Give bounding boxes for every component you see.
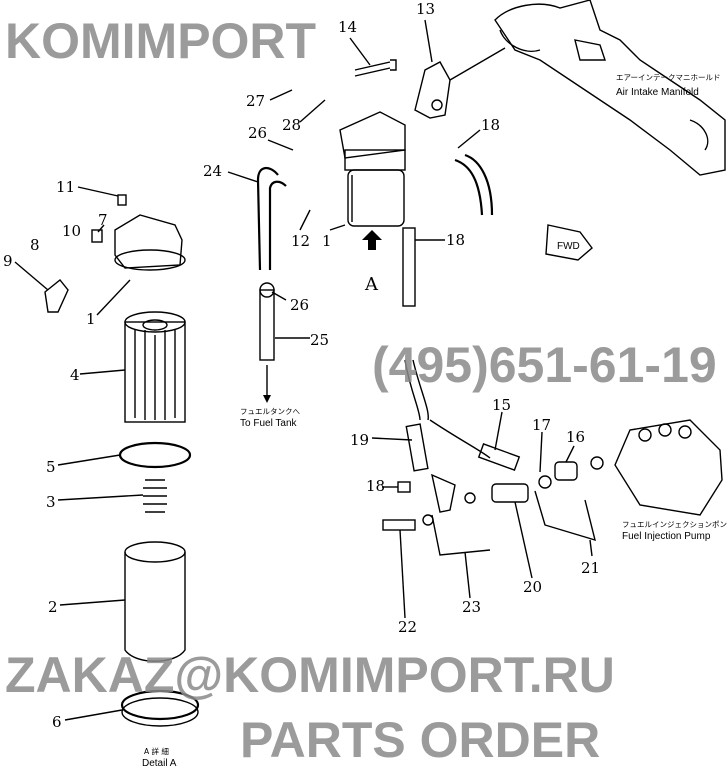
callout-19: 19	[350, 431, 369, 449]
callout-1: 1	[322, 232, 332, 250]
callout-26: 26	[248, 124, 267, 142]
callout-27: 27	[246, 92, 265, 110]
fwd-arrow	[545, 224, 593, 261]
fuel-injection-pump	[614, 419, 723, 516]
detail-label-jp: A 詳 細	[144, 746, 169, 756]
callout-13: 13	[416, 0, 435, 18]
fwd-label: FWD	[557, 241, 580, 252]
pump-label-jp: フュエルインジェクションポンプ	[622, 520, 727, 529]
watermark-line3: (495)651-61-19	[372, 337, 717, 393]
callout-18: 18	[366, 477, 385, 495]
callout-10: 10	[62, 222, 81, 240]
callout-23: 23	[462, 598, 481, 616]
watermark-line2: PARTS ORDER	[240, 712, 600, 768]
detail-a-parts	[44, 194, 200, 727]
watermark-line4: ZAKAZ@KOMIMPORT.RU	[5, 647, 615, 703]
arrow-up-icon	[362, 230, 382, 250]
air-intake-manifold	[494, 0, 726, 176]
callout-5: 5	[46, 458, 56, 476]
bracket	[414, 61, 451, 119]
fuel-tank-label-jp: フュエルタンクへ	[240, 407, 300, 416]
manifold-label-jp: エアーインテークマニホールド	[616, 73, 721, 82]
callout-25: 25	[310, 331, 329, 349]
watermark-line1: KOMIMPORT	[5, 13, 316, 69]
callout-4: 4	[70, 366, 80, 384]
filter-assembly-main	[339, 111, 406, 227]
callout-9: 9	[3, 252, 13, 270]
callout-1: 1	[86, 310, 96, 328]
callout-15: 15	[492, 396, 511, 414]
manifold-label-en: Air Intake Manifold	[616, 87, 699, 98]
callout-7: 7	[98, 211, 108, 229]
callout-14: 14	[338, 18, 357, 36]
callout-22: 22	[398, 618, 417, 636]
detail-label-en: Detail A	[142, 758, 177, 769]
callout-2: 2	[48, 598, 58, 616]
callout-11: 11	[56, 178, 75, 196]
callout-20: 20	[523, 578, 542, 596]
callout-18: 18	[481, 116, 500, 134]
callout-6: 6	[52, 713, 62, 731]
callout-21: 21	[581, 559, 600, 577]
callout-18: 18	[446, 231, 465, 249]
callout-8: 8	[30, 236, 40, 254]
callout-24: 24	[203, 162, 222, 180]
pump-label-en: Fuel Injection Pump	[622, 531, 711, 542]
callout-17: 17	[532, 416, 551, 434]
fuel-tank-label-en: To Fuel Tank	[240, 418, 298, 429]
callout-12: 12	[291, 232, 310, 250]
callout-26: 26	[290, 296, 309, 314]
bolt	[354, 59, 397, 77]
callout-16: 16	[566, 428, 585, 446]
callout-3: 3	[46, 493, 56, 511]
detail-a-marker: A	[364, 274, 379, 295]
callout-28: 28	[282, 116, 301, 134]
